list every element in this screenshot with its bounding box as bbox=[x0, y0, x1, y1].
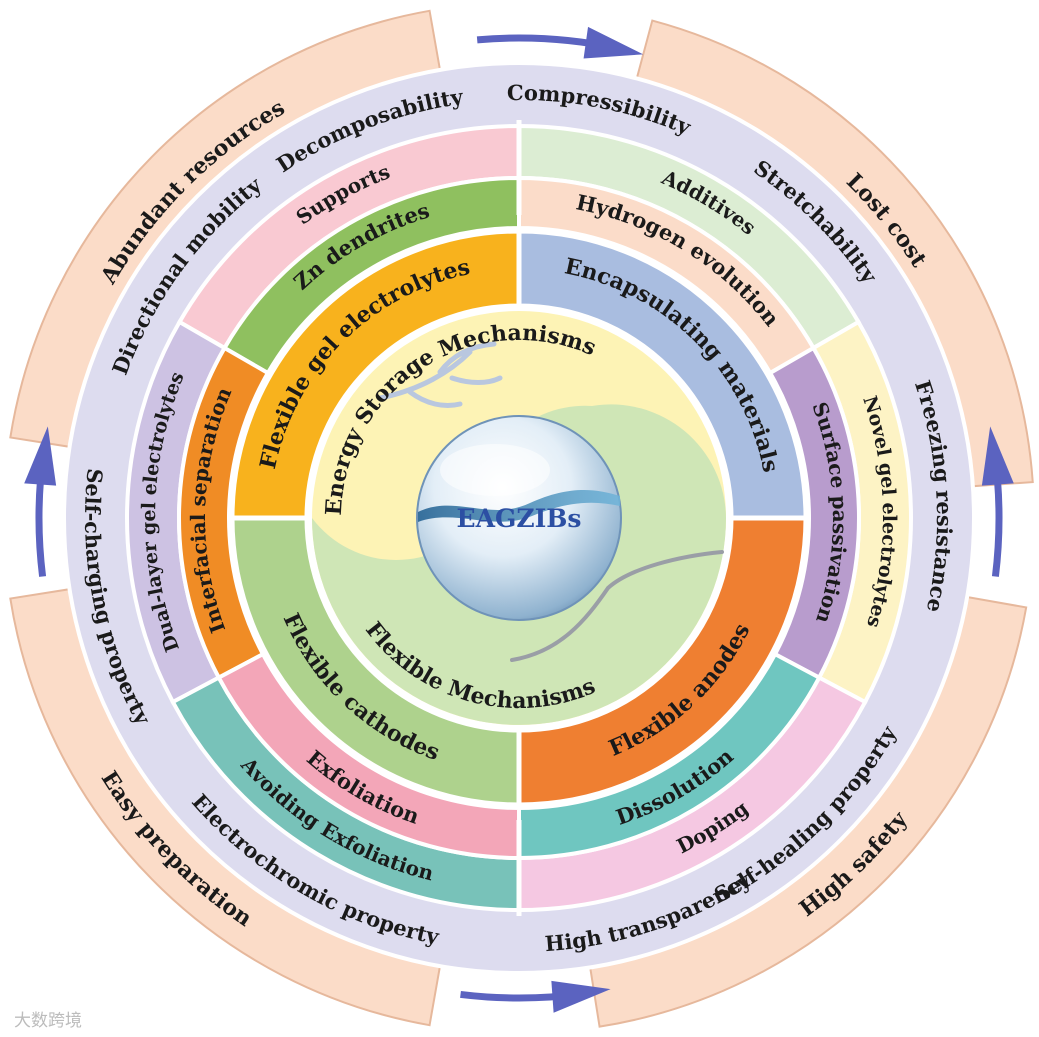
center-title: EAGZIBs bbox=[457, 504, 582, 533]
arrow-head-icon bbox=[981, 426, 1014, 486]
watermark: 大数跨境 bbox=[14, 1011, 82, 1031]
center-sphere: EAGZIBs bbox=[416, 415, 622, 621]
water-splash-icon bbox=[418, 489, 620, 522]
dendrite-decoration bbox=[377, 341, 503, 408]
arrow-head-icon bbox=[551, 980, 611, 1013]
flexible-strip-decoration bbox=[510, 550, 724, 662]
cycle-arrows bbox=[24, 26, 1014, 1013]
arrow-head-icon bbox=[583, 26, 644, 59]
arrow-head-icon bbox=[24, 426, 57, 486]
issue-ring bbox=[177, 175, 861, 861]
sphere-highlight bbox=[440, 444, 550, 496]
